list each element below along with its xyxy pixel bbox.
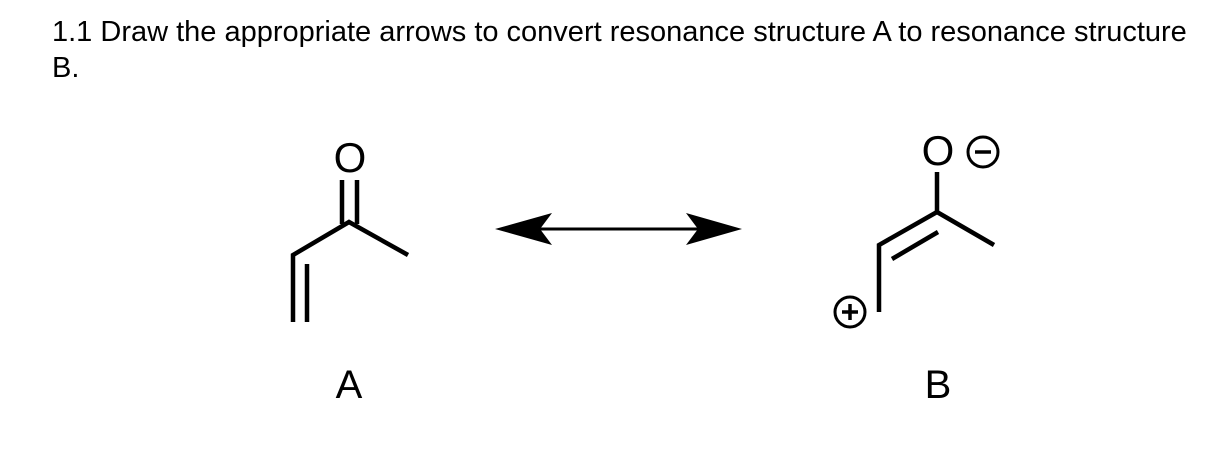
structure-b: O B	[833, 127, 1000, 407]
negative-charge-icon	[966, 135, 1000, 169]
structure-b-label: B	[925, 363, 952, 407]
structure-a-oxygen: O	[334, 134, 367, 181]
question-text: 1.1 Draw the appropriate arrows to conve…	[52, 16, 1187, 84]
resonance-arrow-head-left	[495, 213, 552, 245]
structure-b-oxygen: O	[922, 127, 955, 174]
structure-a-skeleton	[290, 219, 410, 322]
structure-b-alkene-bond	[890, 230, 940, 261]
resonance-arrow-head-right	[686, 213, 742, 245]
positive-charge-icon	[833, 295, 867, 329]
structure-b-skeleton	[876, 209, 996, 312]
resonance-arrow	[495, 213, 742, 245]
structure-a-label: A	[336, 363, 363, 407]
structure-a: O A	[290, 134, 410, 407]
